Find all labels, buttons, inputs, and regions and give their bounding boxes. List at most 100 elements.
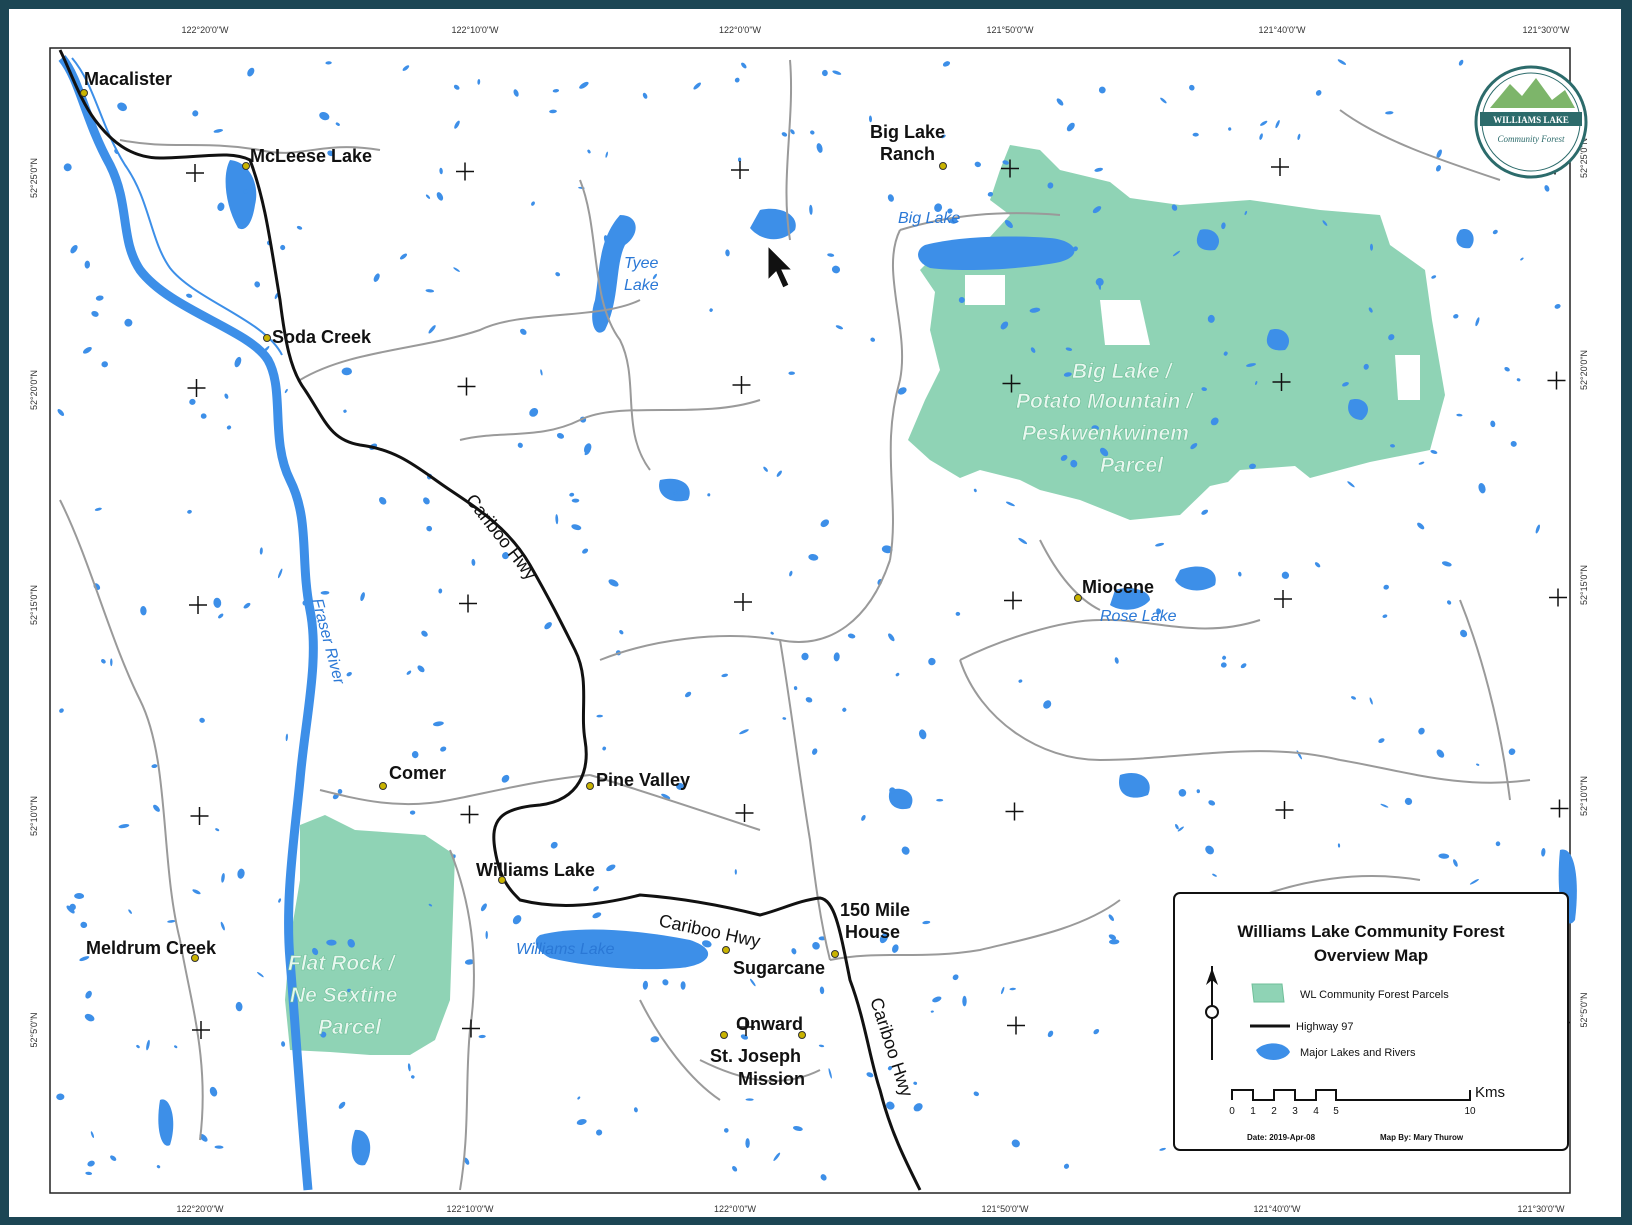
pond [1160,97,1167,104]
pond [95,295,104,301]
pond [1190,443,1198,450]
pond [1070,459,1078,468]
label-st-joseph-2: Mission [738,1069,805,1089]
tick-top: 122°10'0"W [451,25,499,35]
pond [128,909,132,914]
pond [973,488,977,493]
pond [770,631,774,635]
pond [436,192,444,201]
label-tyee-lake-2: Lake [624,277,659,294]
highway-97[interactable] [58,49,922,1191]
pond [1417,522,1425,530]
map-legend: Williams Lake Community Forest Overview … [1173,892,1569,1151]
pond [1210,417,1219,426]
pond [1175,823,1179,830]
tick-top: 122°20'0"W [181,25,229,35]
label-parcel-big-1: Big Lake / [1072,360,1173,383]
pond [1047,182,1054,189]
pond [421,630,428,637]
pond [425,289,435,293]
pond [1091,425,1099,431]
pond [360,592,365,602]
pond [1005,501,1015,507]
pond [1222,655,1227,660]
scale-tick-label: 3 [1292,1106,1298,1117]
pond [1430,450,1438,454]
pond [1029,307,1041,313]
pond [287,900,292,905]
pond [84,1013,95,1022]
parcel-labels: Big Lake / Potato Mountain / Peskwenkwin… [288,360,1195,1040]
pond [1002,160,1009,165]
pond [1259,133,1263,140]
pond [1177,826,1184,832]
pond [85,990,92,999]
pond [633,1107,638,1113]
pond [606,864,616,872]
pond [192,889,201,895]
pond [192,110,199,117]
pond [805,697,813,703]
pond [440,746,447,752]
pond [1453,314,1459,319]
pond [84,260,91,269]
pond [406,670,412,675]
pond [124,318,133,327]
lakes[interactable] [158,160,1577,1166]
pond [1275,120,1280,129]
pond [1508,748,1516,755]
pond [569,492,575,497]
pond [259,547,263,555]
pond [1246,363,1256,367]
pond [1030,347,1036,353]
pond [312,947,319,956]
scale-bar [1231,1089,1471,1101]
pond [1043,700,1052,709]
pond [464,959,475,965]
pond [552,89,560,93]
label-onward: Onward [736,1014,803,1034]
pond [1047,1030,1054,1038]
tick-bottom: 121°30'0"W [1517,1204,1565,1214]
pond [820,519,830,528]
pond [1337,59,1347,65]
pond [66,905,75,914]
pond [605,151,608,158]
pond [1156,608,1162,615]
legend-title: Williams Lake Community Forest [1237,922,1505,941]
parcel-gap [1395,355,1420,400]
pond [1368,307,1373,313]
pond [1260,120,1268,126]
pond [56,1093,65,1101]
pond [788,371,795,375]
pond [1554,303,1561,309]
pond [471,558,476,566]
pond [280,461,286,466]
label-williams-lake-town: Williams Lake [476,860,595,880]
parcel-flat-rock[interactable] [285,815,455,1055]
pond [1063,1163,1070,1169]
pond [1196,789,1201,794]
pond [285,733,288,742]
pond [502,552,509,560]
pond [593,886,599,892]
pond [432,721,444,727]
fraser-river[interactable] [58,55,318,1191]
pond [146,1039,150,1051]
roads[interactable] [59,59,1531,1191]
tick-bottom: 122°20'0"W [176,1204,224,1214]
pond [709,308,713,312]
pond [1382,614,1388,619]
logo-sub: Community Forest [1498,134,1565,144]
pond [1066,122,1075,132]
pond [1249,463,1256,470]
legend-highway-label: Highway 97 [1296,1021,1353,1033]
pond [861,814,866,821]
pond [407,1063,411,1072]
pond [958,297,965,303]
pond [1171,204,1178,211]
label-big-lake-ranch-2: Ranch [880,144,935,164]
pond [140,606,147,616]
